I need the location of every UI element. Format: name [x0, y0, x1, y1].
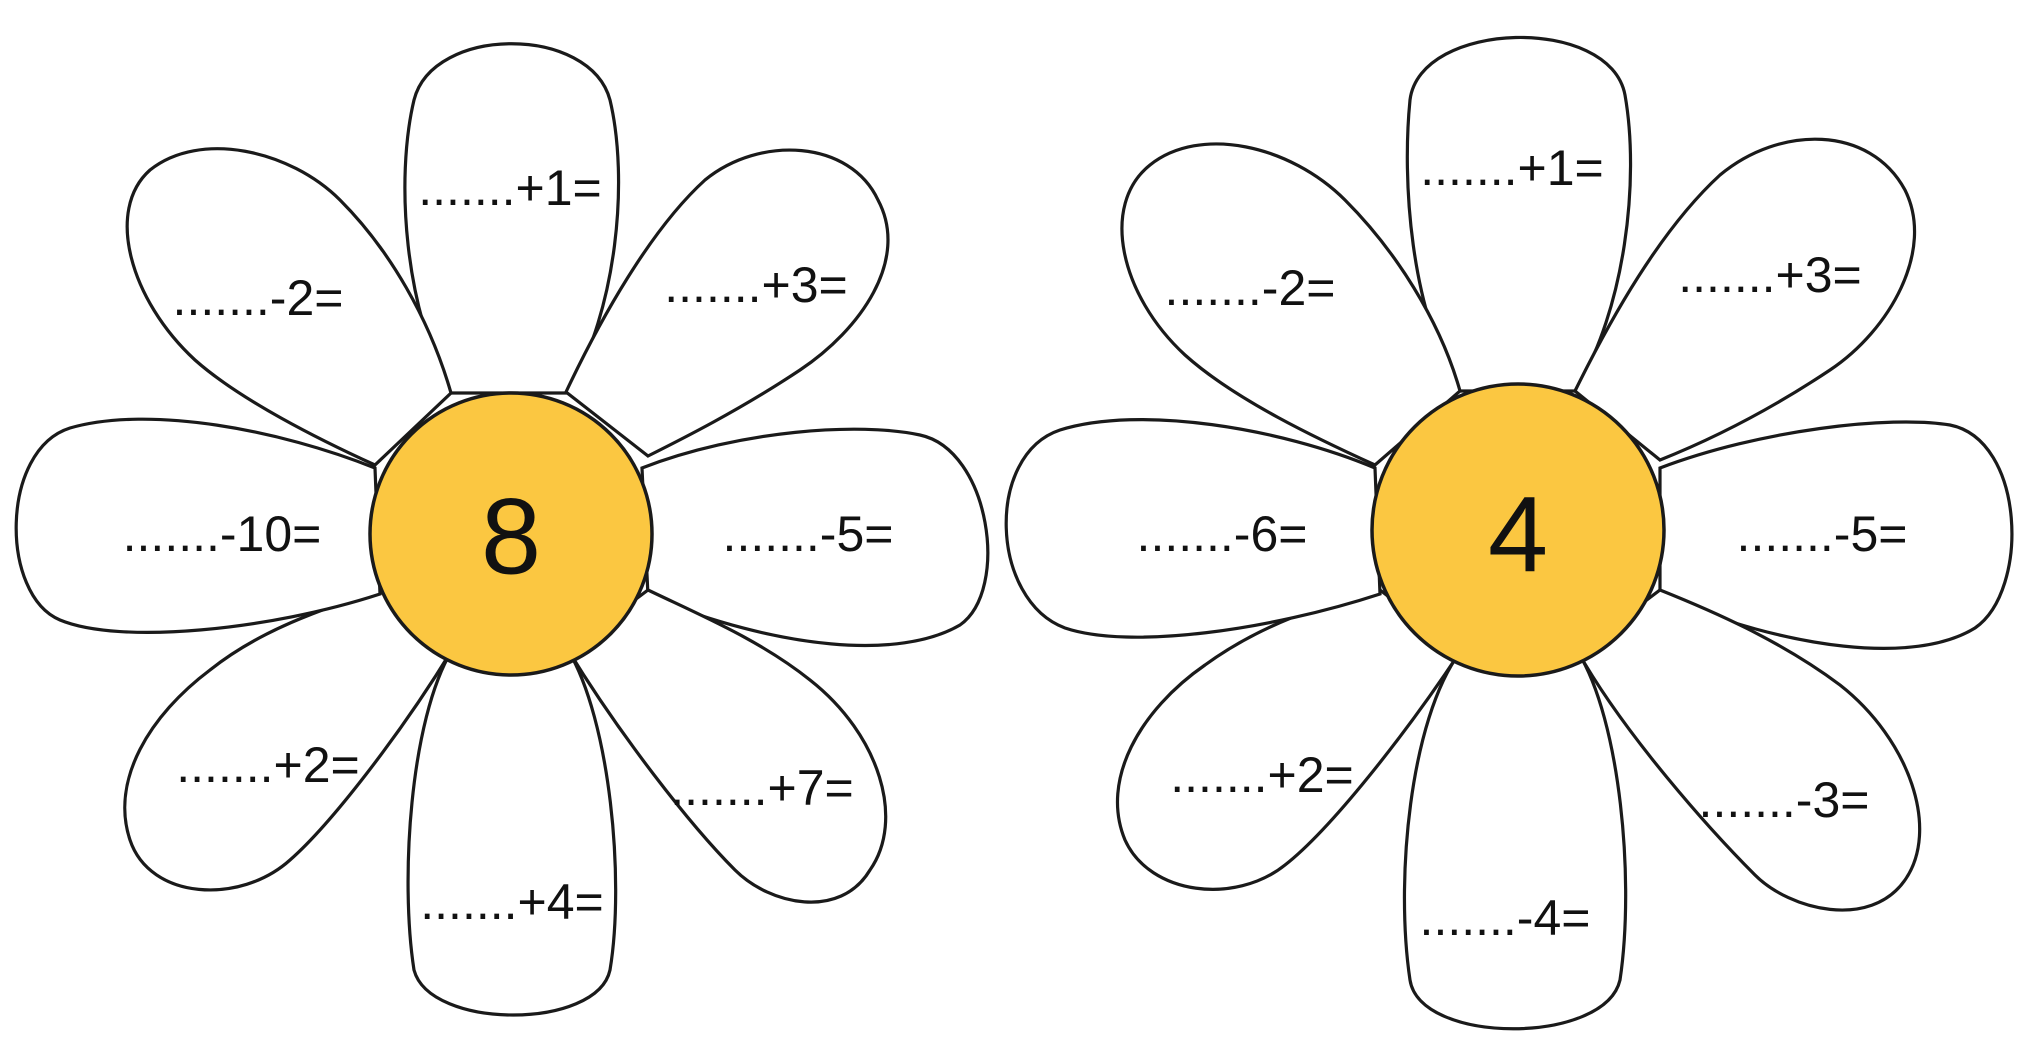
flower-1-center-number: 8	[481, 476, 541, 597]
flower-1: 8 .......+1= .......+3= .......-5= .....…	[14, 42, 990, 1017]
flower-2-petal-label-top-left[interactable]: .......-2=	[1165, 260, 1336, 316]
flower-2-petal-label-left[interactable]: .......-6=	[1137, 506, 1308, 562]
flower-1-petal-label-left[interactable]: .......-10=	[123, 506, 322, 562]
flower-2-petal-label-bottom-left[interactable]: .......+2=	[1170, 747, 1353, 803]
flower-1-petal-top	[403, 42, 621, 395]
flower-1-petal-label-top[interactable]: .......+1=	[418, 160, 601, 216]
flower-1-petal-bottom-left	[123, 588, 455, 892]
flower-1-petal-label-bottom-right[interactable]: .......+7=	[670, 760, 853, 816]
flower-2-petal-right	[1658, 420, 2014, 650]
flower-1-petal-label-bottom-left[interactable]: .......+2=	[176, 737, 359, 793]
flower-1-petal-label-top-left[interactable]: .......-2=	[173, 270, 344, 326]
flower-2-petal-left	[1004, 418, 1382, 639]
flower-2-petal-bottom	[1402, 650, 1628, 1031]
flower-2-petals	[1004, 35, 2014, 1031]
flower-2: 4 .......+1= .......+3= .......-5= .....…	[1004, 35, 2014, 1031]
flower-2-petal-top-right	[1573, 137, 1916, 462]
flower-1-petal-right	[640, 427, 990, 648]
flower-2-petal-top-left	[1120, 142, 1462, 467]
flower-1-petal-bottom	[406, 648, 618, 1017]
flower-2-petal-bottom-left	[1115, 588, 1463, 891]
flower-2-petal-label-top[interactable]: .......+1=	[1420, 140, 1603, 196]
flower-1-petal-top-left	[125, 147, 453, 467]
flower-1-petals	[14, 42, 990, 1017]
flower-2-petal-top	[1405, 35, 1633, 393]
flower-1-petal-left	[14, 417, 382, 634]
flower-2-petal-bottom-right	[1575, 588, 1922, 912]
flower-1-petal-label-top-right[interactable]: .......+3=	[664, 257, 847, 313]
flower-2-center-number: 4	[1488, 474, 1548, 595]
flower-2-petal-label-bottom[interactable]: .......-4=	[1420, 890, 1591, 946]
flower-2-center	[1370, 382, 1666, 678]
flower-1-center	[368, 391, 654, 677]
flower-1-petal-label-right[interactable]: .......-5=	[723, 506, 894, 562]
flower-1-petal-label-bottom[interactable]: .......+4=	[420, 874, 603, 930]
flower-1-petal-bottom-right	[565, 588, 888, 904]
flower-1-petal-top-right	[564, 148, 890, 458]
flower-2-petal-label-top-right[interactable]: .......+3=	[1678, 247, 1861, 303]
flower-2-petal-label-right[interactable]: .......-5=	[1737, 506, 1908, 562]
flower-2-petal-label-bottom-right[interactable]: .......-3=	[1699, 772, 1870, 828]
